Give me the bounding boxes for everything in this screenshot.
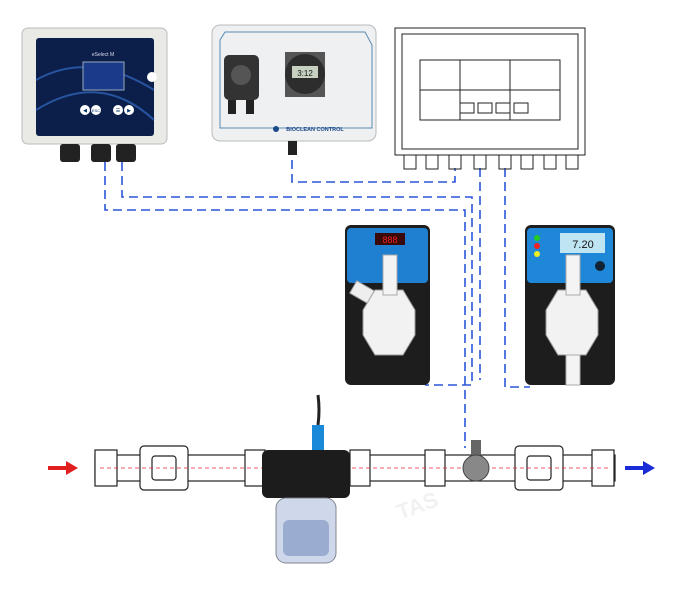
timer-display: 3:12 [297, 69, 313, 78]
svg-text:☰: ☰ [116, 108, 121, 114]
pipeline [94, 445, 616, 491]
bioclean-timer-panel: 3:12 BIOCLEAN CONTROL [211, 24, 377, 155]
dosing-pump-right: 7.20 [525, 225, 615, 386]
svg-text:ESC: ESC [92, 108, 100, 113]
probe-chamber [262, 394, 350, 564]
eselect-controller: eSelect M ◀ ESC ☰ ▶ [21, 27, 168, 162]
controller-model-label: eSelect M [92, 52, 114, 58]
electrical-box [394, 27, 586, 170]
wiring-lines [104, 160, 530, 448]
inlet-arrow-icon [48, 461, 78, 475]
controller-buttons: ◀ ESC ☰ ▶ [80, 105, 134, 115]
pump-right-display: 7.20 [572, 239, 593, 251]
injection-valve [462, 440, 490, 482]
svg-text:▶: ▶ [127, 108, 131, 114]
pump-left-display: 888 [382, 235, 397, 245]
dosing-pump-left: 888 [345, 225, 430, 385]
watermark: TAS [393, 487, 441, 525]
outlet-arrow-icon [625, 461, 655, 475]
svg-text:◀: ◀ [83, 108, 87, 114]
brand-label: BIOCLEAN CONTROL [286, 127, 344, 133]
